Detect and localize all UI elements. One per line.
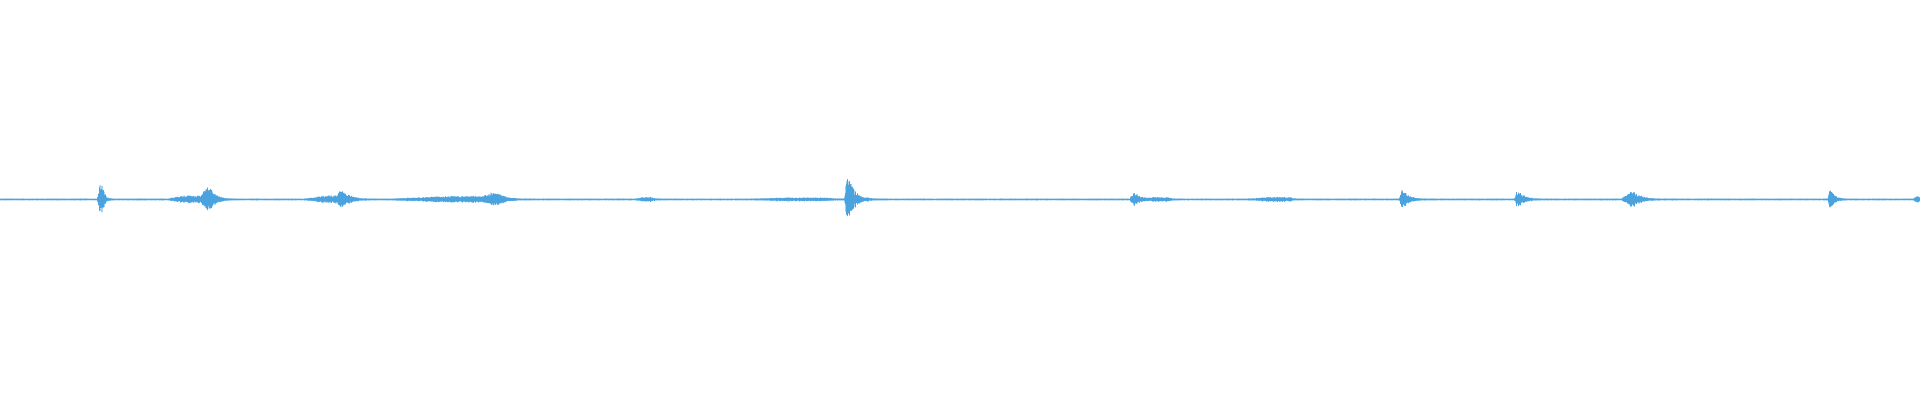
waveform-trace [0,179,1920,217]
